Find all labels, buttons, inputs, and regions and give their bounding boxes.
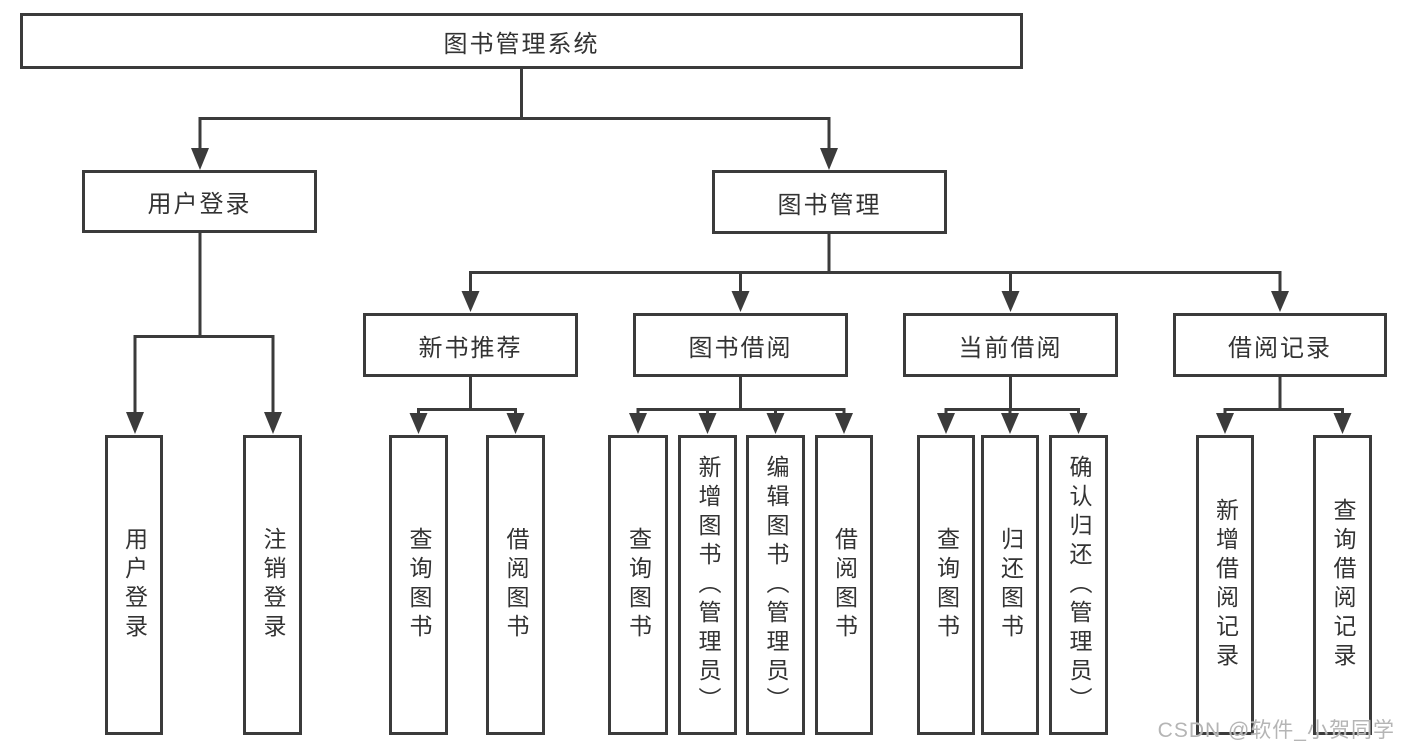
node-new-book-recommend: 新书推荐 [363, 313, 578, 377]
node-label: 用户登录 [147, 191, 252, 218]
node-root: 图书管理系统 [20, 13, 1023, 69]
node-label: 查询图书 [933, 527, 960, 643]
leaf-return-books: 归还图书 [981, 435, 1039, 735]
leaf-borrow-books-recommend: 借阅图书 [486, 435, 545, 735]
node-current-borrow: 当前借阅 [903, 313, 1118, 377]
node-book-borrow: 图书借阅 [633, 313, 848, 377]
node-label: 查询图书 [406, 527, 432, 643]
leaf-query-books-borrow: 查询图书 [608, 435, 668, 735]
leaf-query-books-recommend: 查询图书 [389, 435, 448, 735]
node-user-login: 用户登录 [82, 170, 317, 233]
node-label: 编辑图书（管理员） [763, 454, 789, 716]
leaf-confirm-return-admin: 确认归还（管理员） [1049, 435, 1108, 735]
leaf-borrow-books: 借阅图书 [815, 435, 873, 735]
node-label: 归还图书 [997, 527, 1024, 643]
node-label: 查询借阅记录 [1330, 498, 1356, 672]
node-label: 注销登录 [260, 527, 286, 643]
node-label: 新书推荐 [418, 334, 523, 362]
leaf-query-borrow-record: 查询借阅记录 [1313, 435, 1372, 735]
node-label: 借阅图书 [831, 527, 858, 643]
leaf-add-borrow-record: 新增借阅记录 [1196, 435, 1254, 735]
node-label: 新增借阅记录 [1212, 498, 1239, 672]
node-label: 新增图书（管理员） [695, 454, 721, 716]
node-label: 图书管理系统 [443, 30, 600, 58]
node-label: 借阅记录 [1228, 334, 1332, 362]
leaf-edit-books-admin: 编辑图书（管理员） [746, 435, 805, 735]
leaf-query-books-current: 查询图书 [917, 435, 975, 735]
node-label: 图书管理 [777, 191, 882, 219]
node-label: 用户登录 [121, 527, 148, 643]
leaf-add-books-admin: 新增图书（管理员） [678, 435, 737, 735]
node-label: 当前借阅 [958, 334, 1063, 362]
node-label: 查询图书 [625, 527, 652, 643]
node-book-management: 图书管理 [712, 170, 947, 234]
csdn-watermark: CSDN @软件_小贺同学 [1157, 719, 1395, 742]
node-borrow-records: 借阅记录 [1173, 313, 1387, 377]
node-label: 图书借阅 [688, 334, 793, 362]
node-label: 确认归还（管理员） [1066, 454, 1092, 716]
node-label: 借阅图书 [503, 527, 529, 643]
leaf-logout-login: 注销登录 [243, 435, 302, 735]
leaf-user-login: 用户登录 [105, 435, 163, 735]
